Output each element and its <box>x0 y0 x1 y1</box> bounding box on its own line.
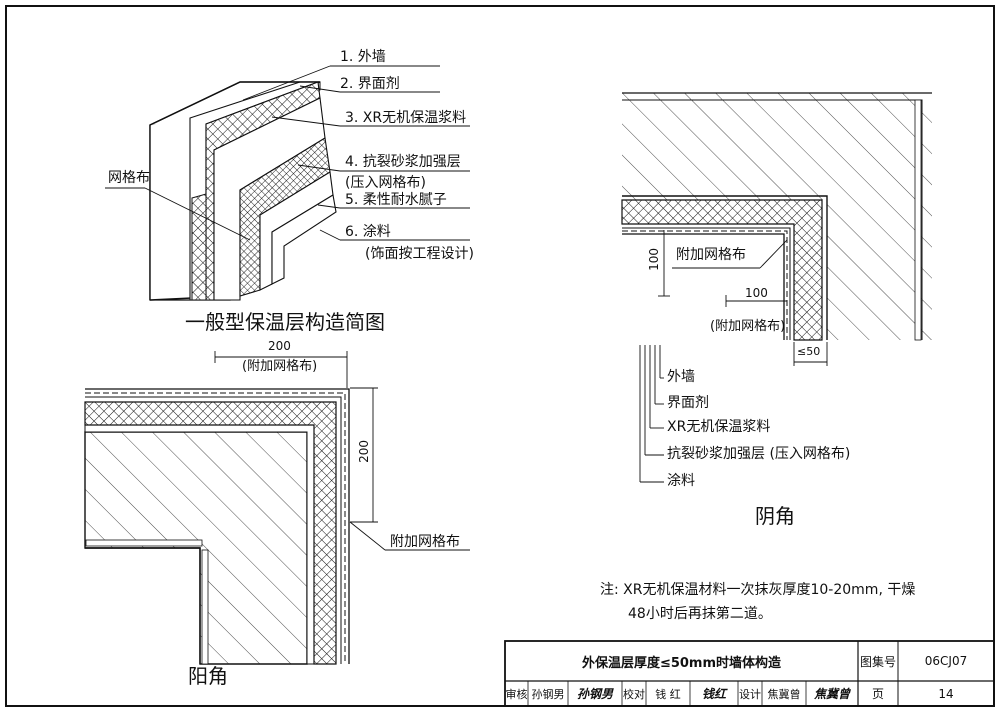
checked-name: 钱 红 <box>655 687 681 701</box>
layer-label-6: 6. 涂料 <box>345 224 391 240</box>
layer-label-6-note: (饰面按工程设计) <box>365 246 474 262</box>
dim-horizontal-note: (附加网格布) <box>710 319 786 334</box>
inside-corner-detail <box>621 92 932 483</box>
layer-label-3: 3. XR无机保温浆料 <box>345 110 467 126</box>
designed-signature: 焦冀曾 <box>813 687 850 701</box>
layer-label-2: 2. 界面剂 <box>340 76 400 92</box>
checked-label: 校对 <box>623 687 645 701</box>
layer-label-1: 1. 外墙 <box>340 49 386 65</box>
reviewed-name: 孙钢男 <box>531 687 565 701</box>
outside-corner-detail <box>84 351 470 665</box>
designed-label: 设计 <box>739 687 761 701</box>
inside-mesh-label: 附加网格布 <box>676 247 746 263</box>
checked-signature: 钱红 <box>701 687 726 701</box>
title-block <box>504 640 995 707</box>
sheet-border <box>5 5 995 707</box>
layer-sketch <box>105 65 470 301</box>
inside-corner-caption: 阴角 <box>755 504 795 528</box>
page-number: 14 <box>938 686 954 701</box>
drawing-title: 外保温层厚度≤50mm时墙体构造 <box>581 655 782 671</box>
dim-side-value: 200 <box>357 440 371 463</box>
layer-label-4: 4. 抗裂砂浆加强层 <box>345 154 461 170</box>
sketch-caption: 一般型保温层构造简图 <box>185 310 385 334</box>
dim-horizontal-value: 100 <box>745 286 768 300</box>
layer-label-5: 5. 柔性耐水腻子 <box>345 192 447 208</box>
note-line-2: 48小时后再抹第二道。 <box>628 606 772 622</box>
note-line-1: 注: XR无机保温材料一次抹灰厚度10-20mm, 干燥 <box>600 582 916 598</box>
legend-item-3: XR无机保温浆料 <box>667 419 771 435</box>
mesh-label: 网格布 <box>108 170 150 186</box>
dim-vertical-value: 100 <box>647 248 661 271</box>
dim-top-note: (附加网格布) <box>242 359 318 374</box>
reviewed-label: 审核 <box>505 687 528 701</box>
layer-label-4-note: (压入网格布) <box>345 175 426 191</box>
atlas-number: 06CJ07 <box>924 654 968 668</box>
reviewed-signature: 孙钢男 <box>576 687 613 701</box>
atlas-label: 图集号 <box>859 654 896 669</box>
legend-item-1: 外墙 <box>667 369 695 385</box>
legend-item-5: 涂料 <box>667 473 695 489</box>
thickness-label: ≤50 <box>797 345 821 358</box>
legend-item-4: 抗裂砂浆加强层 (压入网格布) <box>667 446 851 462</box>
designed-name: 焦冀曾 <box>767 687 801 701</box>
outside-corner-caption: 阳角 <box>188 664 228 688</box>
page-label: 页 <box>871 687 884 701</box>
outside-mesh-label: 附加网格布 <box>390 534 460 550</box>
legend-item-2: 界面剂 <box>667 395 709 411</box>
dim-top-value: 200 <box>268 339 291 353</box>
